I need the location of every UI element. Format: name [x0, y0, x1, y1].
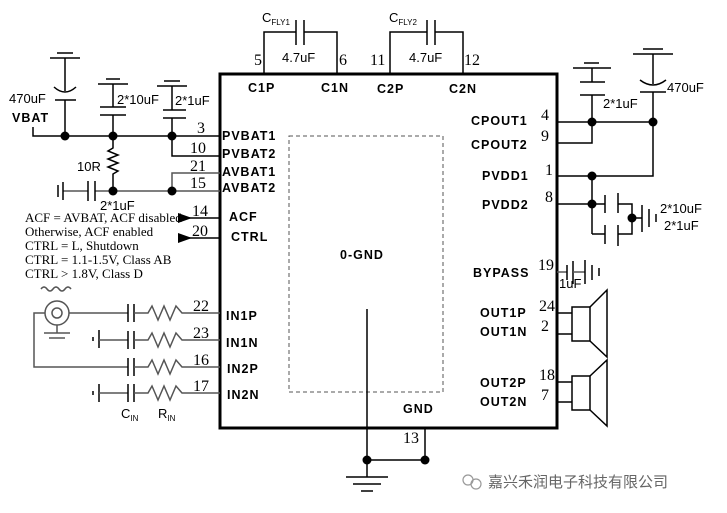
cpout-cap-value: 2*1uF [603, 96, 638, 111]
pin-num-16: 16 [193, 352, 209, 369]
cpout-pvdd-network: 2*1uF 470uF 2*10uF 2*1uF [557, 48, 704, 246]
chip-body [218, 72, 559, 430]
cfly1-value: 4.7uF [282, 50, 315, 65]
cpout-bulk-value: 470uF [667, 80, 704, 95]
pin-num-1: 1 [545, 162, 553, 179]
pin-label-acf: ACF [229, 210, 258, 224]
pin-num-8: 8 [545, 189, 553, 206]
center-label: 0-GND [340, 248, 384, 262]
pin-num-17: 17 [193, 378, 209, 395]
vbat-network: VBAT 470uF 2*10uF 2*1uF 10R [9, 52, 220, 213]
pin-num-13: 13 [403, 430, 419, 447]
vbat-10u-cap-value: 2*10uF [117, 92, 159, 107]
pin-label-pvdd1: PVDD1 [482, 169, 529, 183]
pin-num-18: 18 [539, 367, 555, 384]
pin-label-in2p: IN2P [227, 362, 259, 376]
pin-label-in1p: IN1P [226, 309, 258, 323]
pin-label-out2n: OUT2N [480, 395, 527, 409]
bypass-network: 1uF [557, 260, 600, 291]
pin-label-bypass: BYPASS [473, 266, 529, 280]
pin-label-pvbat2: PVBAT2 [222, 147, 276, 161]
ground-network [346, 428, 430, 492]
rin-label: RIN [158, 406, 176, 423]
wechat-icon [462, 474, 482, 490]
pin-label-c2n: C2N [449, 82, 477, 96]
note-acf-disabled: ACF = AVBAT, ACF disabled [25, 210, 182, 225]
pin-label-in2n: IN2N [227, 388, 259, 402]
pin-num-22: 22 [193, 298, 209, 315]
pin-num-11: 11 [370, 52, 385, 69]
pin-label-gnd: GND [403, 402, 434, 416]
pin-num-5: 5 [254, 52, 262, 69]
speaker-2-icon [557, 358, 608, 428]
bypass-cap-value: 1uF [559, 276, 581, 291]
vbat-1u-cap-value: 2*1uF [175, 93, 210, 108]
pin-num-7: 7 [541, 387, 549, 404]
pin-num-9: 9 [541, 128, 549, 145]
cfly2-ref: CFLY2 [389, 10, 417, 27]
pin-label-ctrl: CTRL [231, 230, 268, 244]
pin-label-cpout1: CPOUT1 [471, 114, 528, 128]
watermark: 嘉兴禾润电子科技有限公司 [462, 473, 668, 491]
pin-num-2: 2 [541, 318, 549, 335]
pin-label-in1n: IN1N [226, 336, 258, 350]
pin-num-12: 12 [464, 52, 480, 69]
avbat-cap-value: 2*1uF [100, 198, 135, 213]
signal-source-icon [44, 300, 70, 326]
cfly1-circuit: CFLY1 4.7uF [262, 10, 338, 74]
vbat-bulk-cap-value: 470uF [9, 91, 46, 106]
watermark-text: 嘉兴禾润电子科技有限公司 [488, 473, 668, 491]
exposed-pad-outline [288, 135, 444, 393]
pin-label-c1p: C1P [248, 81, 275, 95]
speaker-1-icon [557, 288, 608, 359]
pin-label-pvbat1: PVBAT1 [222, 129, 276, 143]
pin-num-20: 20 [192, 223, 208, 240]
vbat-label: VBAT [12, 111, 49, 125]
pvdd-1u-cap-value: 2*1uF [664, 218, 699, 233]
pin-label-out2p: OUT2P [480, 376, 527, 390]
pin-label-out1n: OUT1N [480, 325, 527, 339]
pvdd-10u-cap-value: 2*10uF [660, 201, 702, 216]
cin-label: CIN [121, 406, 139, 423]
pin-num-10: 10 [190, 140, 206, 157]
pin-label-avbat2: AVBAT2 [222, 181, 276, 195]
pin-label-pvdd2: PVDD2 [482, 198, 529, 212]
input-network: CIN RIN [33, 286, 220, 423]
pin-num-6: 6 [339, 52, 347, 69]
note-ctrl-class-ab: CTRL = 1.1-1.5V, Class AB [25, 252, 172, 267]
pin-num-4: 4 [541, 107, 549, 124]
pin-num-3: 3 [197, 120, 205, 137]
pin-num-23: 23 [193, 325, 209, 342]
pin-label-avbat1: AVBAT1 [222, 165, 276, 179]
pin-label-out1p: OUT1P [480, 306, 527, 320]
pin-label-c1n: C1N [321, 81, 349, 95]
pin-num-14: 14 [192, 203, 208, 220]
note-acf-enabled: Otherwise, ACF enabled [25, 224, 154, 239]
pin-num-24: 24 [539, 298, 555, 315]
pin-num-21: 21 [190, 158, 206, 175]
pin-num-19: 19 [538, 257, 554, 274]
pin-label-cpout2: CPOUT2 [471, 138, 528, 152]
note-ctrl-shutdown: CTRL = L, Shutdown [25, 238, 139, 253]
pin-num-15: 15 [190, 175, 206, 192]
ctrl-arrow-icon [178, 233, 192, 243]
pin-label-c2p: C2P [377, 82, 404, 96]
acf-arrow-icon [178, 213, 192, 223]
signal-wave-icon [40, 286, 72, 292]
cfly2-value: 4.7uF [409, 50, 442, 65]
cfly2-circuit: CFLY2 4.7uF [389, 10, 464, 74]
avbat-res-value: 10R [77, 159, 101, 174]
note-ctrl-class-d: CTRL > 1.8V, Class D [25, 266, 143, 281]
cfly1-ref: CFLY1 [262, 10, 290, 27]
